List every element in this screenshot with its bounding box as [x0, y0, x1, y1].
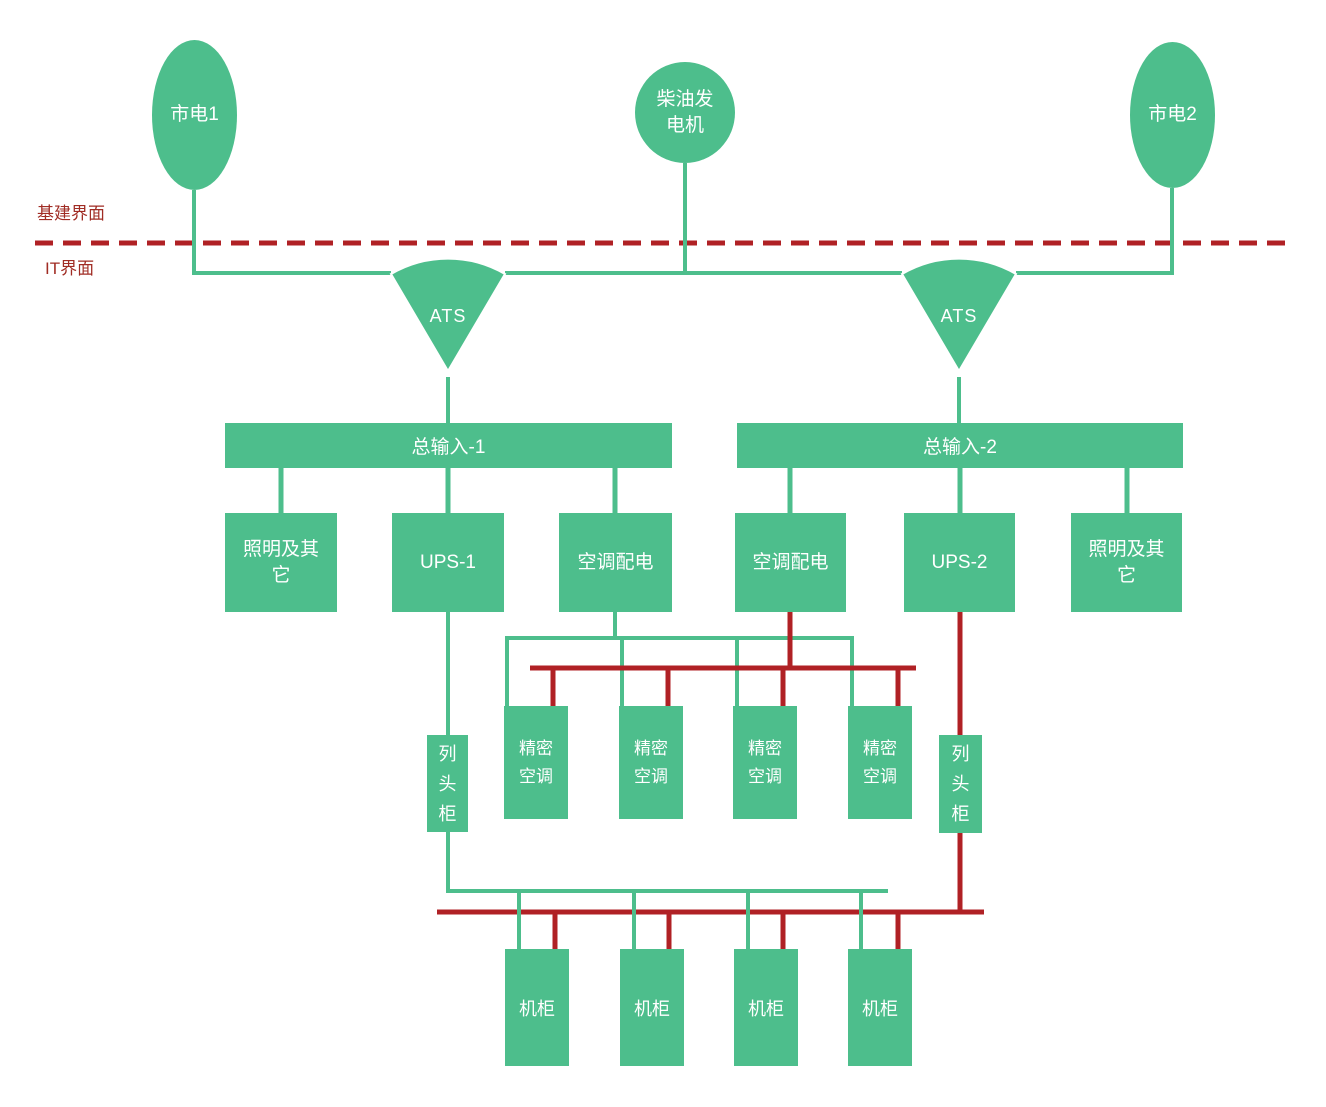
mains-2-node: 市电2	[1130, 42, 1215, 188]
rack-box-1: 机柜	[505, 949, 569, 1066]
a-route-bottom-lines	[446, 832, 888, 949]
rack-box-4: 机柜	[848, 949, 912, 1066]
b-route-mid-lines	[530, 612, 963, 735]
row-head-cabinet-2-label: 列头柜	[951, 744, 970, 824]
precision-ac-box-2: 精密空调	[619, 706, 683, 819]
a-route-mid-lines	[446, 612, 854, 735]
lighting-and-others-box-2: 照明及其它	[1071, 513, 1182, 612]
ats-1-label: ATS	[429, 306, 467, 326]
diesel-generator-node: 柴油发 电机	[635, 62, 735, 163]
row-head-cabinet-2: 列头柜	[939, 735, 982, 833]
row-head-cabinet-1: 列头柜	[427, 735, 468, 832]
ac-distribution-box-1: 空调配电	[559, 513, 672, 612]
row-head-cabinet-1-label: 列头柜	[438, 743, 457, 824]
ups-1-box: UPS-1	[392, 513, 504, 612]
precision-ac-box-4: 精密空调	[848, 706, 912, 819]
it-side-label: IT界面	[45, 259, 95, 278]
top-feeder-lines	[192, 163, 1174, 423]
precision-ac-box-3: 精密空调	[733, 706, 797, 819]
rack-box-3: 机柜	[734, 949, 798, 1066]
infrastructure-side-label: 基建界面	[37, 204, 105, 223]
lighting-and-others-box-1: 照明及其它	[225, 513, 337, 612]
ats-2-label: ATS	[940, 306, 978, 326]
main-input-stub-lines	[278, 468, 1130, 513]
ac-distribution-box-2: 空调配电	[735, 513, 846, 612]
main-input-2-bar: 总输入-2	[737, 423, 1183, 468]
mains-1-node: 市电1	[152, 40, 237, 190]
ats-2-shape	[900, 257, 1018, 373]
main-input-1-bar: 总输入-1	[225, 423, 672, 468]
ups-2-box: UPS-2	[904, 513, 1015, 612]
rack-box-2: 机柜	[620, 949, 684, 1066]
precision-ac-box-1: 精密空调	[504, 706, 568, 819]
b-route-bottom-lines	[437, 833, 984, 949]
ats-1-shape	[389, 257, 507, 373]
